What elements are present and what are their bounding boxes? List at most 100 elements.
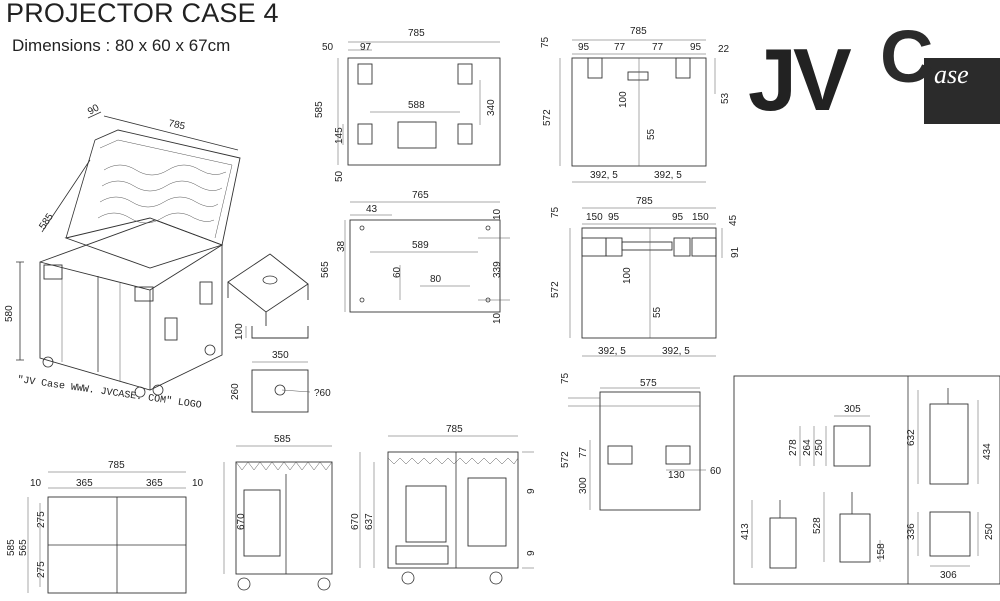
panel-dim-75: 75 (560, 372, 571, 384)
bracket-dim-306: 306 (940, 570, 957, 581)
bracket-dim-528: 528 (812, 517, 823, 534)
top2-dim-95a: 95 (608, 212, 620, 223)
panel-dim-572: 572 (560, 451, 571, 468)
top1-dim-100: 100 (618, 91, 629, 108)
plate-dim-10: 10 (492, 208, 503, 220)
bracket-dim-632: 632 (906, 429, 917, 446)
bracket-dim-250: 250 (814, 439, 825, 456)
plate-dim-765: 765 (412, 190, 429, 201)
iso-dim-90: 90 (86, 102, 102, 117)
shelf-dim-q60: ?60 (314, 388, 331, 399)
top1-dim-572: 572 (542, 109, 553, 126)
top2-dim-91: 91 (730, 246, 741, 258)
plate-dim-38: 38 (336, 240, 347, 252)
plate-dim-339: 339 (492, 261, 503, 278)
top2-dim-785: 785 (636, 196, 653, 207)
iso-dim-785: 785 (167, 118, 186, 132)
side-dim-585: 585 (274, 434, 291, 445)
lid-dim-585: 585 (314, 101, 325, 118)
top2-dim-45: 45 (728, 214, 739, 226)
bracket-dim-413: 413 (740, 523, 751, 540)
panel-dim-130: 130 (668, 470, 685, 481)
bracket-dim-336: 336 (906, 523, 917, 540)
inner-panel-view: 575 75 572 77 300 130 60 (560, 372, 722, 511)
top1-dim-77b: 77 (652, 42, 664, 53)
plate-dim-565: 565 (320, 261, 331, 278)
front-dim-637: 637 (364, 513, 375, 530)
grid-dim-365a: 365 (76, 478, 93, 489)
case-front-view: 785 670 637 9 9 (350, 424, 537, 585)
grid-dim-275b: 275 (36, 561, 47, 578)
grid-dim-10b: 10 (192, 478, 204, 489)
shelf-dim-100: 100 (234, 323, 245, 340)
bracket-dim-305: 305 (844, 404, 861, 415)
lid-dim-785: 785 (408, 28, 425, 39)
panel-dim-300: 300 (578, 477, 589, 494)
top1-dim-95a: 95 (578, 42, 590, 53)
plate-dim-80: 80 (430, 274, 442, 285)
shelf-piece-drawing: 100 350 260 ?60 (227, 253, 331, 413)
top1-dim-75: 75 (540, 36, 551, 48)
top1-dim-392a: 392, 5 (590, 170, 618, 181)
top1-dim-55: 55 (646, 128, 657, 140)
plate-dim-43: 43 (366, 204, 378, 215)
divider-grid-view: 785 10 365 365 10 585 565 275 275 (6, 460, 204, 594)
top1-dim-22: 22 (718, 44, 730, 55)
top1-dim-785: 785 (630, 26, 647, 37)
top2-dim-55: 55 (652, 306, 663, 318)
grid-dim-275a: 275 (36, 511, 47, 528)
lid-dim-145: 145 (334, 127, 345, 144)
bracket-dim-434: 434 (982, 443, 993, 460)
logo-jv-text: JV (748, 30, 852, 129)
front-dim-9a: 9 (526, 488, 537, 494)
logo-c-letter: C (880, 15, 934, 98)
grid-dim-585: 585 (6, 539, 17, 556)
jv-case-logo: JV C ase (748, 15, 1000, 129)
dimensions-subtitle: Dimensions : 80 x 60 x 67cm (12, 36, 231, 55)
bracket-dim-278: 278 (788, 439, 799, 456)
lid-dim-50b: 50 (334, 170, 345, 182)
plate-dim-60: 60 (392, 266, 403, 278)
top2-dim-95b: 95 (672, 212, 684, 223)
front-dim-9b: 9 (526, 550, 537, 556)
lid-dim-588: 588 (408, 100, 425, 111)
case-top-view-1: 785 75 95 77 77 95 22 572 100 53 55 392,… (540, 26, 731, 183)
logo-box (924, 58, 1000, 124)
page-title: PROJECTOR CASE 4 (6, 0, 279, 28)
bracket-dim-250b: 250 (984, 523, 995, 540)
top1-dim-392b: 392, 5 (654, 170, 682, 181)
iso-dim-585: 585 (37, 211, 56, 231)
panel-dim-575: 575 (640, 378, 657, 389)
front-dim-785: 785 (446, 424, 463, 435)
top1-dim-77a: 77 (614, 42, 626, 53)
lid-dim-50: 50 (322, 42, 334, 53)
case-side-view: 585 670 (223, 434, 333, 591)
panel-dim-60: 60 (710, 466, 722, 477)
grid-dim-785: 785 (108, 460, 125, 471)
lid-top-view: 785 50 97 588 585 340 145 50 (314, 28, 501, 182)
side-dim-670: 670 (236, 513, 247, 530)
iso-dim-580: 580 (4, 305, 15, 322)
top2-dim-572: 572 (550, 281, 561, 298)
grid-dim-365b: 365 (146, 478, 163, 489)
top2-dim-392b: 392, 5 (662, 346, 690, 357)
front-dim-670: 670 (350, 513, 361, 530)
top2-dim-150a: 150 (586, 212, 603, 223)
top2-dim-150b: 150 (692, 212, 709, 223)
grid-dim-565: 565 (18, 539, 29, 556)
shelf-dim-260: 260 (230, 383, 241, 400)
isometric-case-drawing: 90 785 585 580 (4, 102, 241, 398)
top2-dim-75: 75 (550, 206, 561, 218)
plate-dim-589: 589 (412, 240, 429, 251)
logo-case-text: ase (934, 60, 969, 89)
bracket-dim-158: 158 (876, 543, 887, 560)
plate-view: 765 43 10 38 589 565 60 339 80 10 (320, 190, 510, 324)
case-top-view-2: 785 75 150 95 95 150 45 91 572 100 55 39… (550, 196, 741, 357)
bracket-detail-panel: 305 278 264 250 632 434 413 528 158 336 … (733, 375, 1000, 585)
top2-dim-100: 100 (622, 267, 633, 284)
panel-dim-77: 77 (578, 446, 589, 458)
bracket-dim-264: 264 (802, 439, 813, 456)
top1-dim-53: 53 (720, 92, 731, 104)
shelf-dim-350: 350 (272, 350, 289, 361)
